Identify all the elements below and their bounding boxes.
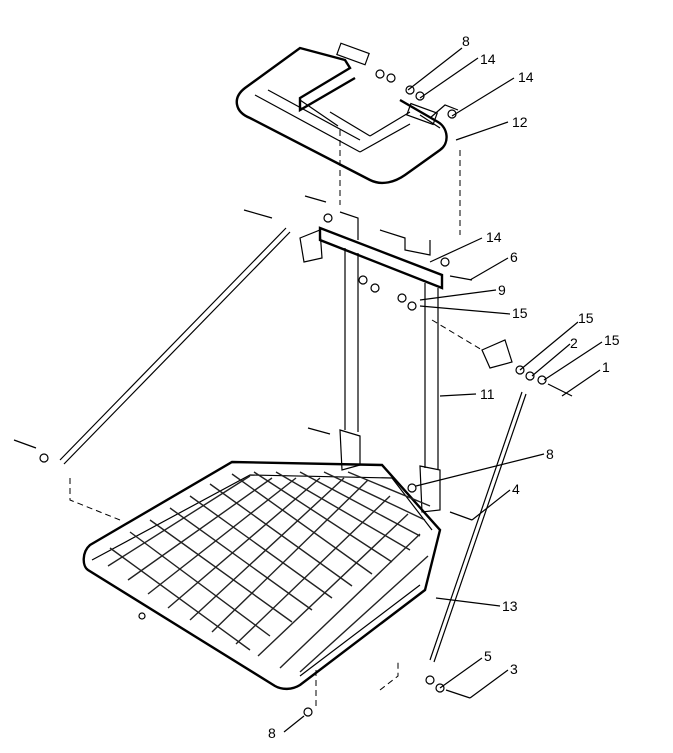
callout-8-bottom: 8 [268,725,276,741]
callout-2: 2 [570,335,578,351]
callout-15-c: 15 [604,332,620,348]
callout-12: 12 [512,114,528,130]
callout-15-a: 15 [512,305,528,321]
seat-hardware [375,69,457,119]
side-bracket [431,319,573,397]
callout-4: 4 [512,481,520,497]
callout-11: 11 [480,386,495,402]
seat-frame [235,42,459,185]
frame-hardware [243,195,473,521]
left-support-cable [13,227,291,521]
callout-9: 9 [498,282,506,298]
callout-leaders [283,47,603,733]
platform-mesh [107,471,431,673]
callout-13: 13 [502,598,518,614]
upright-frame [299,211,444,513]
callout-15-b: 15 [578,310,594,326]
callout-14-b: 14 [518,69,534,85]
callout-6: 6 [510,249,518,265]
callout-8-mid: 8 [546,446,554,462]
callout-1: 1 [602,359,610,375]
callout-14-a: 14 [480,51,496,67]
callout-5: 5 [484,648,492,664]
callout-3: 3 [510,661,518,677]
callout-14-c: 14 [486,229,502,245]
callout-8-top: 8 [462,33,470,49]
platform [82,460,442,717]
right-support-cable [379,391,527,699]
